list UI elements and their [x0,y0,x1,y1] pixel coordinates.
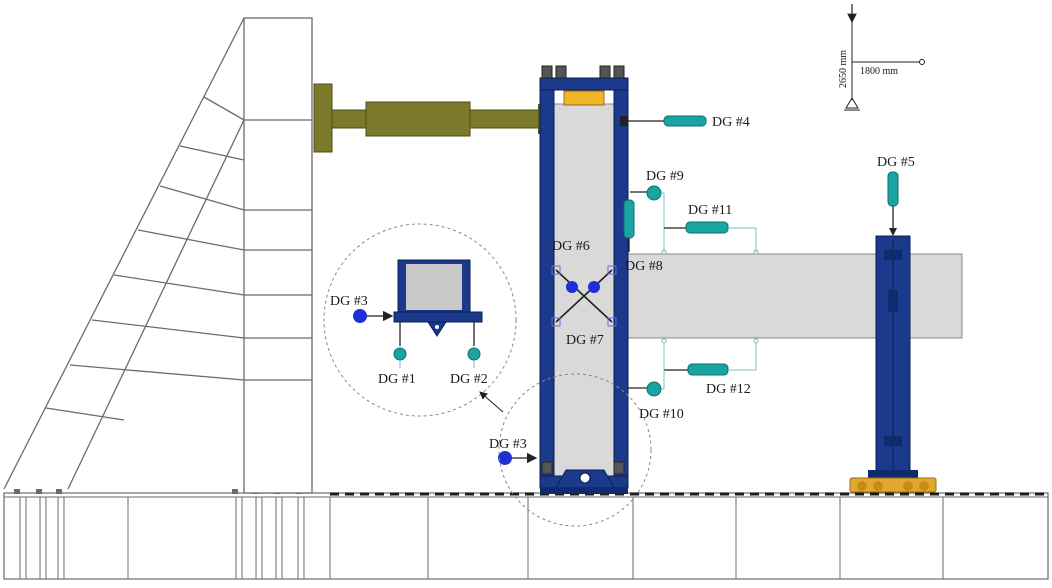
dial-gauge-12 [661,338,759,376]
detail-callout [323,223,652,527]
label-dg3-main: DG #3 [489,437,527,452]
strong-floor [3,489,1049,580]
label-dg12: DG #12 [706,382,751,397]
label-dg5: DG #5 [877,155,915,170]
label-dg10: DG #10 [639,407,684,422]
dial-gauge-5 [887,171,899,236]
label-dg9: DG #9 [646,169,684,184]
right-support [849,235,937,493]
gauge-labels: DG #1 DG #2 DG #3 DG #3 DG #4 DG #5 DG #… [330,115,915,452]
dial-gauge-9 [630,185,665,252]
dial-gauge-10 [628,370,665,397]
column-specimen [553,103,617,477]
label-dg8: DG #8 [625,259,663,274]
dial-gauge-11 [661,221,759,255]
label-dg1: DG #1 [378,372,416,387]
dial-gauge-8 [623,199,635,252]
detail-section [353,259,483,368]
dial-gauge-4 [620,115,707,127]
reaction-frame [3,17,313,494]
beam-specimen [625,253,963,339]
dial-gauge-3-main [498,451,538,465]
label-dg4: DG #4 [712,115,750,130]
dimension-horizontal-label: 1800 mm [860,66,898,77]
dimension-symbol: 2650 mm 1800 mm [838,4,925,111]
steel-cage [539,65,629,494]
dimension-vertical-label: 2650 mm [838,50,849,88]
label-dg6: DG #6 [552,239,590,254]
support-rollers [849,477,937,493]
load-cell [563,90,605,106]
x-gauge-set [551,265,617,327]
label-dg7: DG #7 [566,333,604,348]
label-dg3-detail: DG #3 [330,294,368,309]
label-dg11: DG #11 [688,203,732,218]
label-dg2: DG #2 [450,372,488,387]
hydraulic-actuator [313,83,544,153]
